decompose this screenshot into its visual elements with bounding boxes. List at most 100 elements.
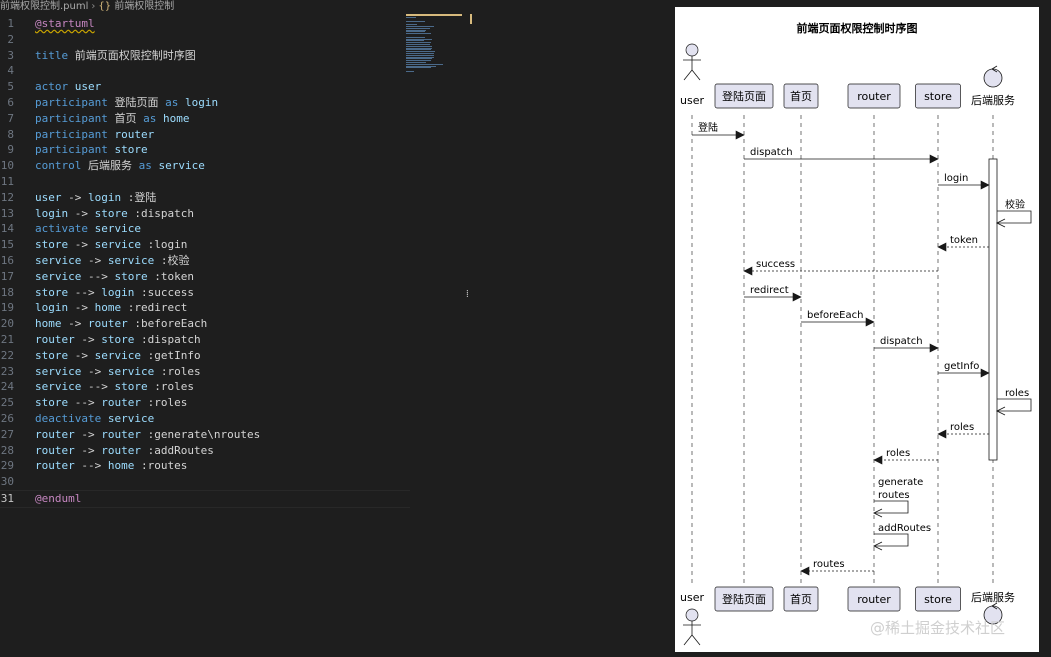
line-number: 20 [0,317,14,331]
code-text: login -> store :dispatch [35,206,194,222]
code-token: control [35,159,88,173]
participant-label: 登陆页面 [722,592,766,606]
minimap-slider[interactable] [406,14,462,16]
code-text: participant store [35,142,148,158]
code-token: user [74,80,102,94]
line-number: 27 [0,427,14,441]
line-number: 25 [0,396,14,410]
minimap-row [406,53,434,54]
message-label: getInfo [944,361,979,372]
code-line[interactable]: 27 router -> router :generate\nroutes [0,427,410,443]
participant-box [915,83,961,109]
control-circle-icon [983,65,1003,88]
code-token: :generate\nroutes [141,427,261,441]
minimap-row [406,31,425,33]
code-token: :redirect [121,301,188,315]
line-number: 24 [0,380,14,394]
code-token: participant [35,143,115,157]
code-token: :roles [154,364,201,378]
code-line[interactable]: 17 service --> store :token [0,269,410,285]
code-text: router -> router :addRoutes [35,443,214,459]
line-number: 29 [0,459,14,473]
code-token: 后端服务 [87,159,139,173]
code-token: router [101,427,141,441]
code-token: as [143,111,163,125]
code-token: service [107,412,155,425]
code-text: participant router [35,127,154,143]
code-text: service --> store :token [35,269,194,285]
minimap[interactable] [406,14,464,74]
split-sash-icon[interactable]: ⁞ [466,289,469,300]
code-token: router [114,127,155,141]
code-token: router [35,459,75,473]
code-token: service [35,380,82,394]
code-text: activate service [35,221,141,237]
code-text: router -> router :generate\nroutes [35,427,260,443]
breadcrumb-file[interactable]: 前端权限控制.puml [0,1,89,12]
participant-label: router [857,593,891,606]
code-token: service [94,348,141,362]
code-token: router [101,443,141,457]
code-line[interactable]: 31@enduml [0,490,410,508]
minimap-row [406,42,432,44]
code-text: service -> service :校验 [35,253,189,269]
minimap-row [406,54,434,56]
line-number: 30 [0,475,14,489]
code-line[interactable]: 11 [0,174,410,190]
code-token: --> [68,396,102,410]
code-token: :roles [147,380,194,394]
code-token: :addRoutes [141,443,214,457]
code-token: router [35,427,75,441]
participant-box [915,586,961,612]
message-label: 校验 [1005,198,1025,211]
participant-label: user [680,94,704,107]
code-line[interactable]: 2 [0,32,410,48]
code-token: store [94,206,128,220]
code-text: router -> store :dispatch [35,332,201,348]
line-number: 17 [0,269,14,283]
code-token: :校验 [154,254,190,267]
breadcrumb: 前端权限控制.puml›{} 前端权限控制 [0,0,470,14]
code-line[interactable]: 1@startuml [0,16,410,32]
minimap-row [406,29,426,31]
minimap-row [406,36,425,38]
breadcrumb-symbol[interactable]: 前端权限控制 [114,1,175,12]
participant-label: 首页 [790,592,812,606]
participant-box [714,83,774,109]
code-line[interactable]: 30 [0,474,410,490]
code-line[interactable]: 4 [0,63,410,79]
code-token: :beforeEach [127,317,208,331]
code-token: :登陆 [121,190,157,204]
line-number: 18 [0,285,14,299]
overview-ruler-marker [470,14,472,24]
code-token: :getInfo [140,348,201,362]
code-text: @startuml [35,16,95,32]
line-number: 22 [0,348,14,362]
minimap-row [406,27,431,29]
code-token: participant [35,96,115,109]
